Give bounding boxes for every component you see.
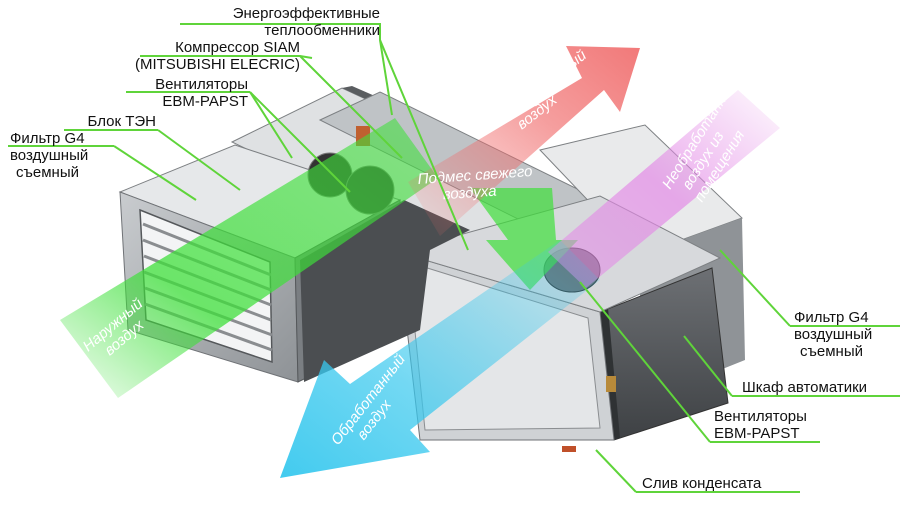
- label-filter-right-line3: съемный: [800, 343, 863, 360]
- label-fans-top-line1: Вентиляторы: [155, 76, 248, 93]
- callout-drain-line: [595, 449, 637, 493]
- callout-heat-exchangers-a: [379, 39, 393, 116]
- callout-compressor-line: [299, 55, 403, 159]
- middle-module: [300, 200, 470, 382]
- callout-fans-top-a: [249, 91, 293, 159]
- callout-heat-exchangers-b: [379, 39, 469, 251]
- supply-air-flow: [280, 240, 600, 478]
- condensate-pipe: [562, 446, 576, 452]
- label-fans-top-line2: EBM-PAPST: [162, 93, 248, 110]
- label-fans-bottom-line1: Вентиляторы: [714, 408, 807, 425]
- label-heat-exchangers-line2: теплообменники: [264, 22, 380, 39]
- label-compressor: Компрессор SIAM (MITSUBISHI ELECRIC): [100, 39, 300, 73]
- callout-filter-left-line: [113, 145, 197, 201]
- label-fans-bottom: Вентиляторы EBM-PAPST: [714, 408, 807, 442]
- callout-fans-top-b: [249, 91, 351, 193]
- callout-lines: [8, 23, 900, 493]
- label-filter-left-line3: съемный: [16, 164, 79, 181]
- label-filter-right-line2: воздушный: [794, 326, 873, 343]
- label-filter-left-line1: Фильтр G4: [10, 130, 85, 147]
- label-filter-right-line1: Фильтр G4: [794, 309, 869, 326]
- label-compressor-line2: (MITSUBISHI ELECRIC): [134, 56, 300, 73]
- callout-heat-exchangers-underline: [180, 23, 381, 40]
- label-automation-cabinet-line1: Шкаф автоматики: [742, 379, 868, 396]
- exhaust-air-flow: [408, 46, 640, 236]
- label-heat-exchangers-line1: Энергоэффективные: [232, 5, 380, 22]
- outdoor-air-flow: [60, 118, 438, 398]
- label-filter-left: Фильтр G4 воздушный съемный: [10, 130, 88, 181]
- label-filter-left-line2: воздушный: [10, 147, 89, 164]
- callout-filter-right-line: [719, 249, 791, 327]
- label-fans-top: Вентиляторы EBM-PAPST: [120, 76, 248, 110]
- return-air-flow: [548, 90, 780, 288]
- label-filter-right: Фильтр G4 воздушный съемный: [794, 309, 872, 360]
- callout-cabinet-line: [683, 335, 733, 397]
- label-heat-exchangers: Энергоэффективные теплообменники: [182, 5, 380, 39]
- label-fans-bottom-line2: EBM-PAPST: [714, 425, 800, 442]
- cabinet-connector: [606, 376, 616, 392]
- air-flows: [60, 46, 780, 478]
- label-condensate-drain-line1: Слив конденсата: [642, 475, 762, 492]
- label-heater-block: Блок ТЭН: [60, 113, 156, 130]
- callout-fans-bottom-line: [579, 281, 711, 443]
- label-compressor-line1: Компрессор SIAM: [175, 39, 300, 56]
- label-condensate-drain: Слив конденсата: [642, 475, 761, 492]
- callout-heater-line: [157, 129, 241, 191]
- label-heater-block-line1: Блок ТЭН: [87, 113, 156, 130]
- cabinet-edge: [600, 308, 620, 440]
- label-automation-cabinet: Шкаф автоматики: [742, 379, 867, 396]
